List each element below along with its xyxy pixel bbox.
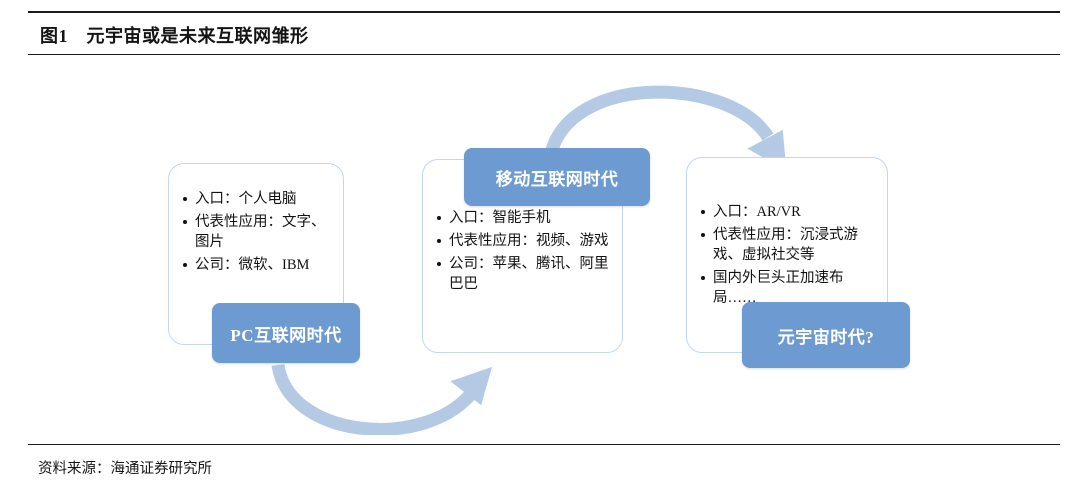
list-item: 代表性应用：视频、游戏: [436, 231, 613, 251]
list-item: 代表性应用：沉浸式游戏、虚拟社交等: [700, 225, 878, 265]
arrow-pc-to-mobile-icon: [271, 363, 493, 435]
bullet-list-pc: 入口：个人电脑 代表性应用：文字、图片 公司：微软、IBM: [182, 189, 334, 278]
list-item: 入口：AR/VR: [700, 202, 878, 222]
list-item: 公司：微软、IBM: [182, 255, 334, 275]
list-item: 公司：苹果、腾讯、阿里巴巴: [436, 254, 613, 294]
source-note: 资料来源：海通证券研究所: [38, 461, 212, 477]
list-item: 入口：个人电脑: [182, 189, 334, 209]
list-item: 代表性应用：文字、图片: [182, 212, 334, 252]
era-badge-mobile: 移动互联网时代: [464, 148, 650, 206]
bullet-list-mobile: 入口：智能手机 代表性应用：视频、游戏 公司：苹果、腾讯、阿里巴巴: [436, 208, 613, 297]
figure-header: 图1 元宇宙或是未来互联网雏形: [28, 11, 1060, 55]
diagram-canvas: 入口：个人电脑 代表性应用：文字、图片 公司：微软、IBM 入口：智能手机 代表…: [0, 55, 1080, 435]
list-item: 入口：智能手机: [436, 208, 613, 228]
era-badge-metaverse: 元宇宙时代?: [742, 302, 910, 368]
figure-footer-rule: [28, 444, 1060, 445]
list-item: 国内外巨头正加速布局……: [700, 268, 878, 308]
era-card-pc: 入口：个人电脑 代表性应用：文字、图片 公司：微软、IBM: [168, 163, 344, 345]
era-badge-pc: PC互联网时代: [212, 303, 360, 363]
bullet-list-metaverse: 入口：AR/VR 代表性应用：沉浸式游戏、虚拟社交等 国内外巨头正加速布局……: [700, 202, 878, 311]
page-title: 图1 元宇宙或是未来互联网雏形: [40, 26, 309, 46]
